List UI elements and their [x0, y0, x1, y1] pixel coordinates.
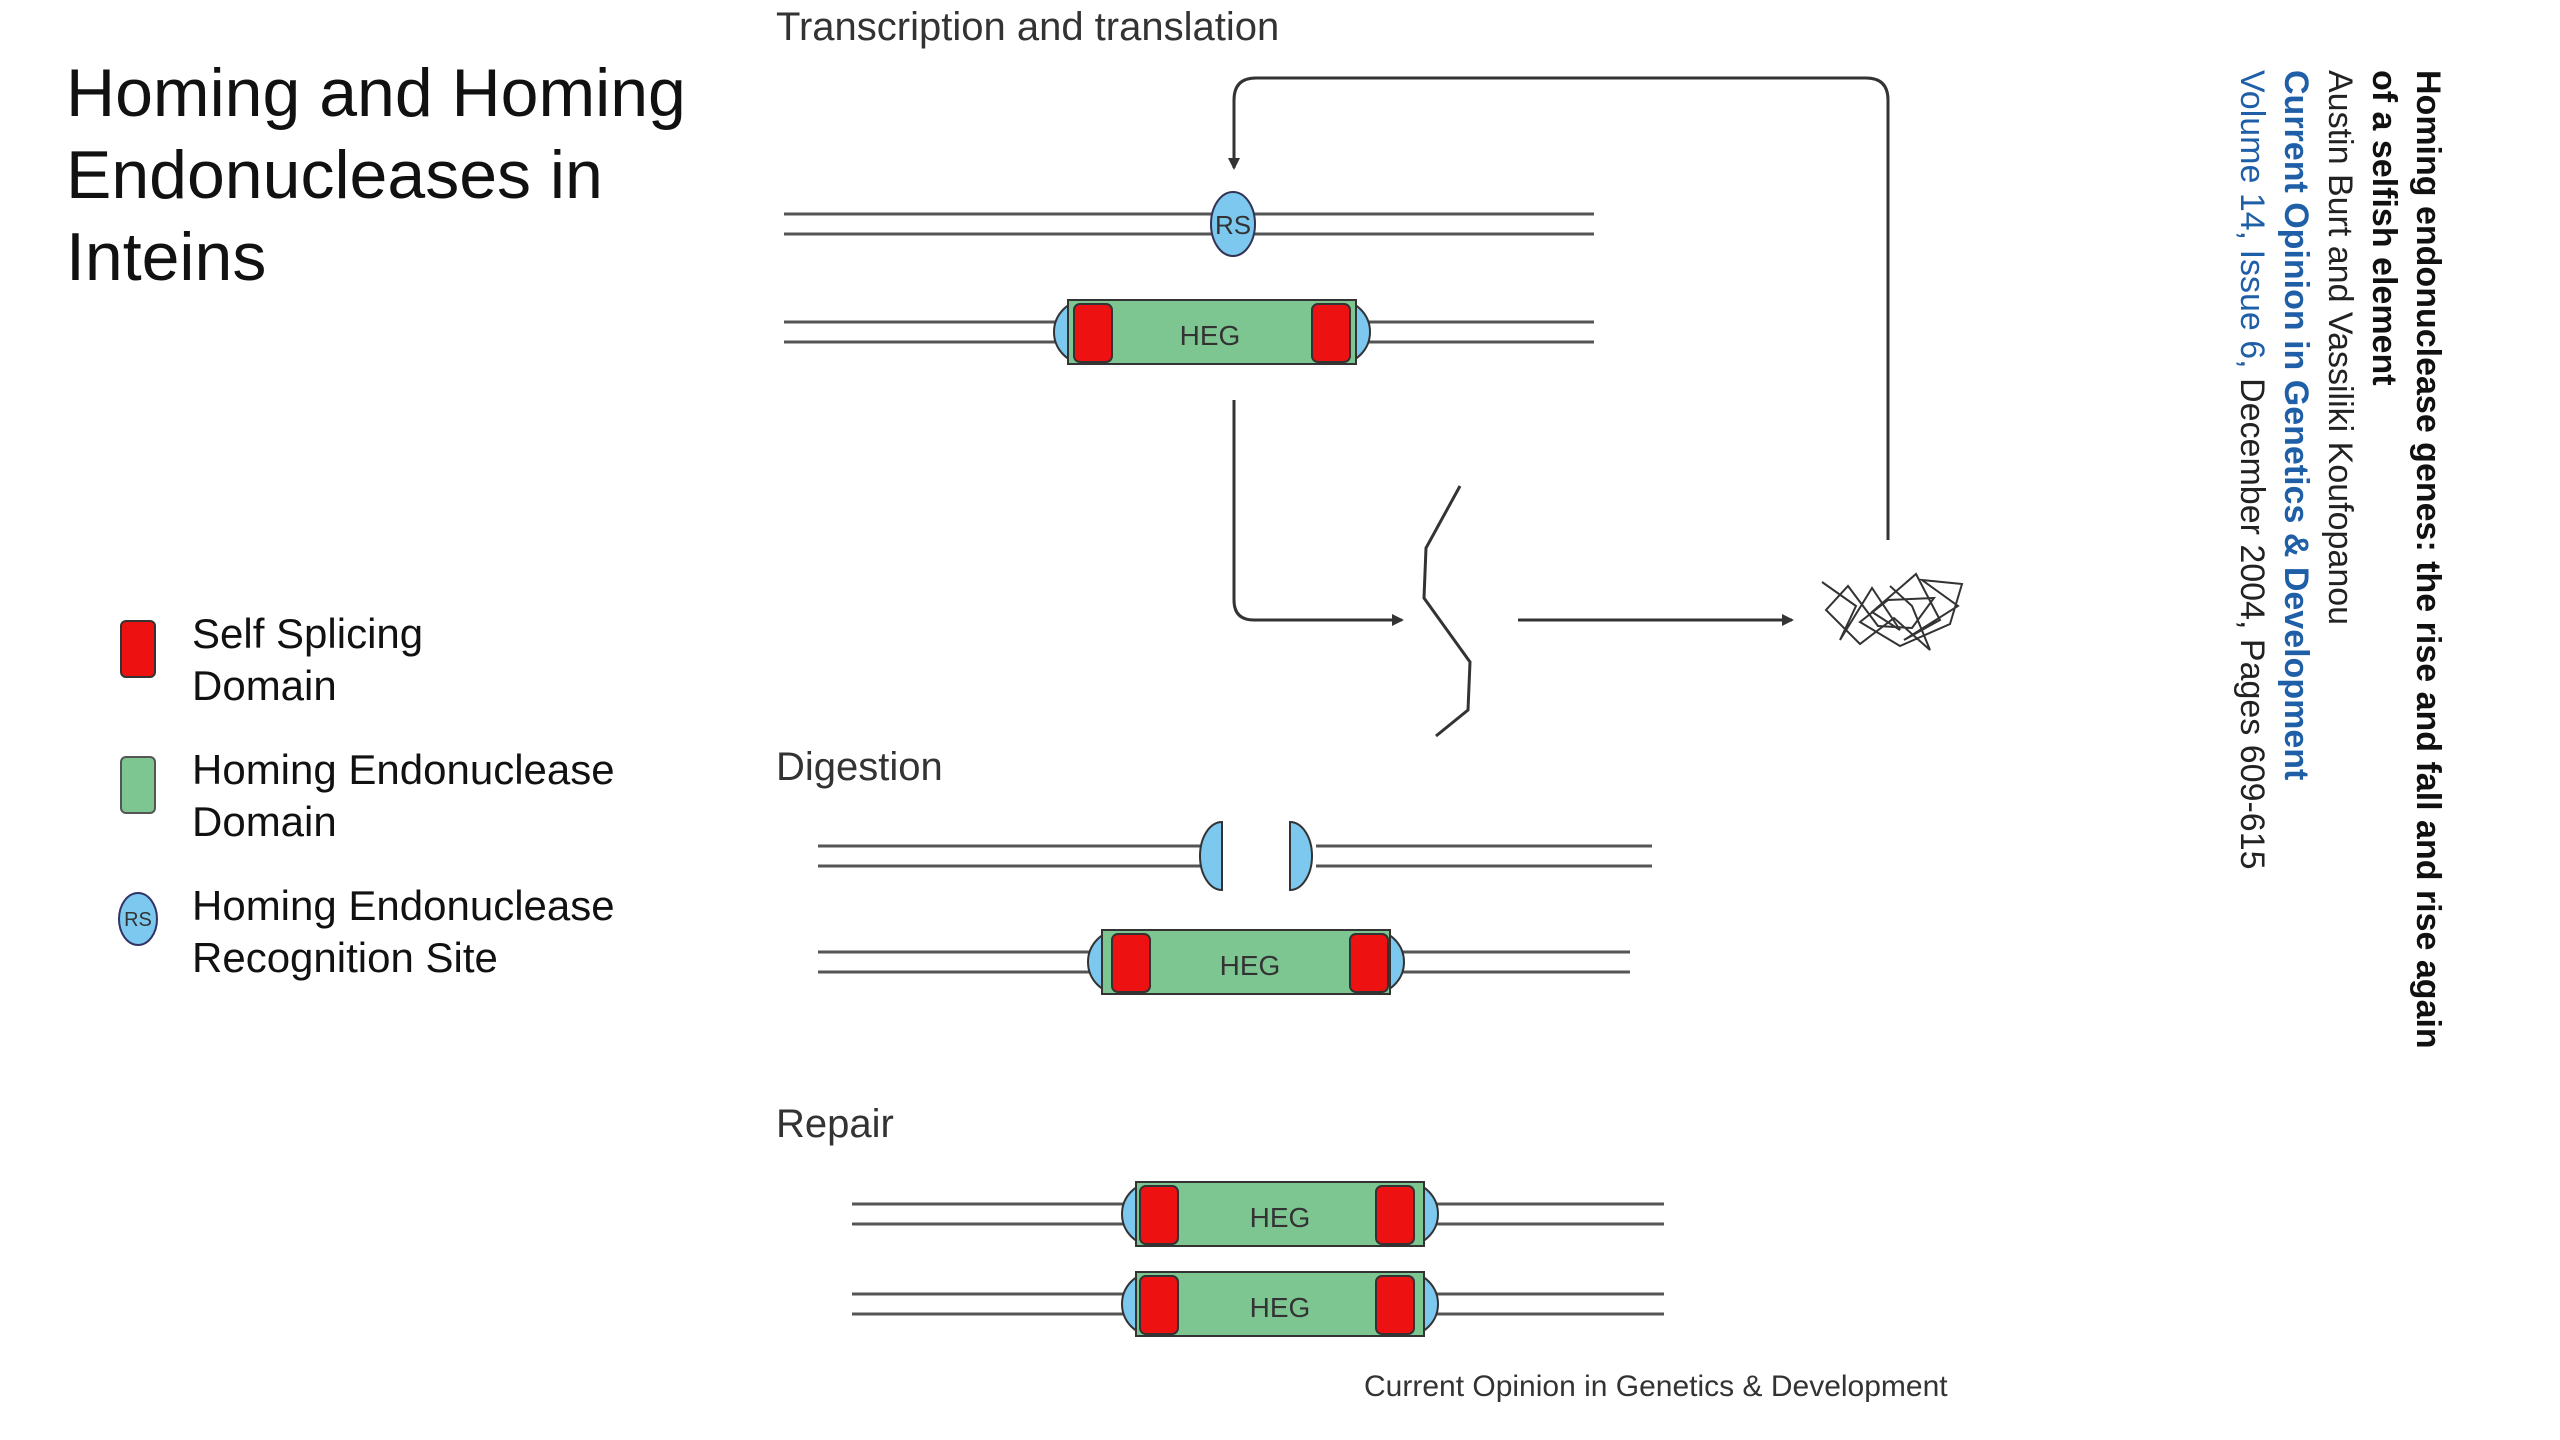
title-line-3: Inteins: [66, 219, 267, 295]
title-line-1: Homing and Homing: [66, 55, 686, 131]
self-splicing-domain-left: [1111, 933, 1151, 993]
transcription-arrow: [1232, 400, 1404, 626]
cut-site-left-icon: [1199, 820, 1223, 892]
self-splicing-domain-left: [1073, 303, 1113, 363]
self-splicing-domain-right: [1375, 1275, 1415, 1335]
digestion-heg-chromosome: HEG: [818, 929, 1630, 995]
heg-label: HEG: [1250, 1202, 1311, 1233]
self-splicing-domain-left: [1139, 1275, 1179, 1335]
homing-endonuclease-domain: [1067, 299, 1357, 365]
legend-label-line: Homing Endonuclease: [192, 882, 615, 929]
self-splicing-domain-right: [1375, 1185, 1415, 1245]
figure-source-footer: Current Opinion in Genetics & Developmen…: [1364, 1370, 1948, 1403]
self-splicing-domain-right: [1349, 933, 1389, 993]
legend-rs-text: RS: [124, 909, 152, 931]
legend-label-line: Domain: [192, 662, 337, 709]
legend-label-recognition-site: Homing Endonuclease Recognition Site: [192, 880, 752, 984]
heg-label: HEG: [1180, 320, 1241, 351]
chromosome-with-recognition-site: RS: [784, 191, 1594, 257]
citation-title: Homing endonuclease genes: the rise and …: [2365, 70, 2447, 1049]
cut-chromosome: [818, 820, 1652, 892]
legend-label-line: Recognition Site: [192, 934, 498, 981]
heg-label: HEG: [1220, 950, 1281, 981]
slide-title: Homing and Homing Endonucleases in Intei…: [66, 52, 706, 298]
legend-label-homing-endonuclease: Homing Endonuclease Domain: [192, 744, 752, 848]
recognition-site-swatch-icon: RS: [118, 892, 158, 946]
homing-endonuclease-swatch-icon: [120, 756, 156, 814]
self-splicing-swatch-icon: [120, 620, 156, 678]
mrna-strand-icon: [1422, 485, 1472, 738]
rs-label: RS: [1215, 210, 1251, 240]
legend-label-line: Homing Endonuclease: [192, 746, 615, 793]
chromosome-with-heg: HEG: [784, 299, 1594, 365]
title-line-2: Endonucleases in: [66, 137, 603, 213]
section-digestion-label: Digestion: [776, 745, 943, 789]
citation-volume-line: Volume 14, Issue 6, December 2004, Pages…: [2230, 70, 2274, 1070]
citation-volume-link[interactable]: Volume 14, Issue 6,: [2233, 70, 2271, 369]
legend-label-line: Self Splicing: [192, 610, 424, 657]
repair-heg-chromosome-1: HEG: [852, 1181, 1664, 1247]
heg-label: HEG: [1250, 1292, 1311, 1323]
cut-site-right-icon: [1289, 820, 1313, 892]
section-transcription-label: Transcription and translation: [776, 5, 1279, 49]
citation-journal-link[interactable]: Current Opinion in Genetics & Developmen…: [2277, 70, 2315, 781]
feedback-arrow: [1228, 76, 1890, 540]
self-splicing-domain-left: [1139, 1185, 1179, 1245]
section-repair-label: Repair: [776, 1102, 894, 1146]
legend-label-line: Domain: [192, 798, 337, 845]
legend-label-self-splicing: Self Splicing Domain: [192, 608, 752, 712]
repair-heg-chromosome-2: HEG: [852, 1271, 1664, 1337]
citation-block: Homing endonuclease genes: the rise and …: [2230, 70, 2450, 1070]
citation-date-pages: December 2004, Pages 609-615: [2233, 368, 2271, 870]
citation-authors: Austin Burt and Vassiliki Koufopanou: [2321, 70, 2359, 626]
recognition-site-icon: [1210, 191, 1256, 257]
self-splicing-domain-right: [1311, 303, 1351, 363]
protein-tangle-icon: [1821, 572, 1964, 651]
